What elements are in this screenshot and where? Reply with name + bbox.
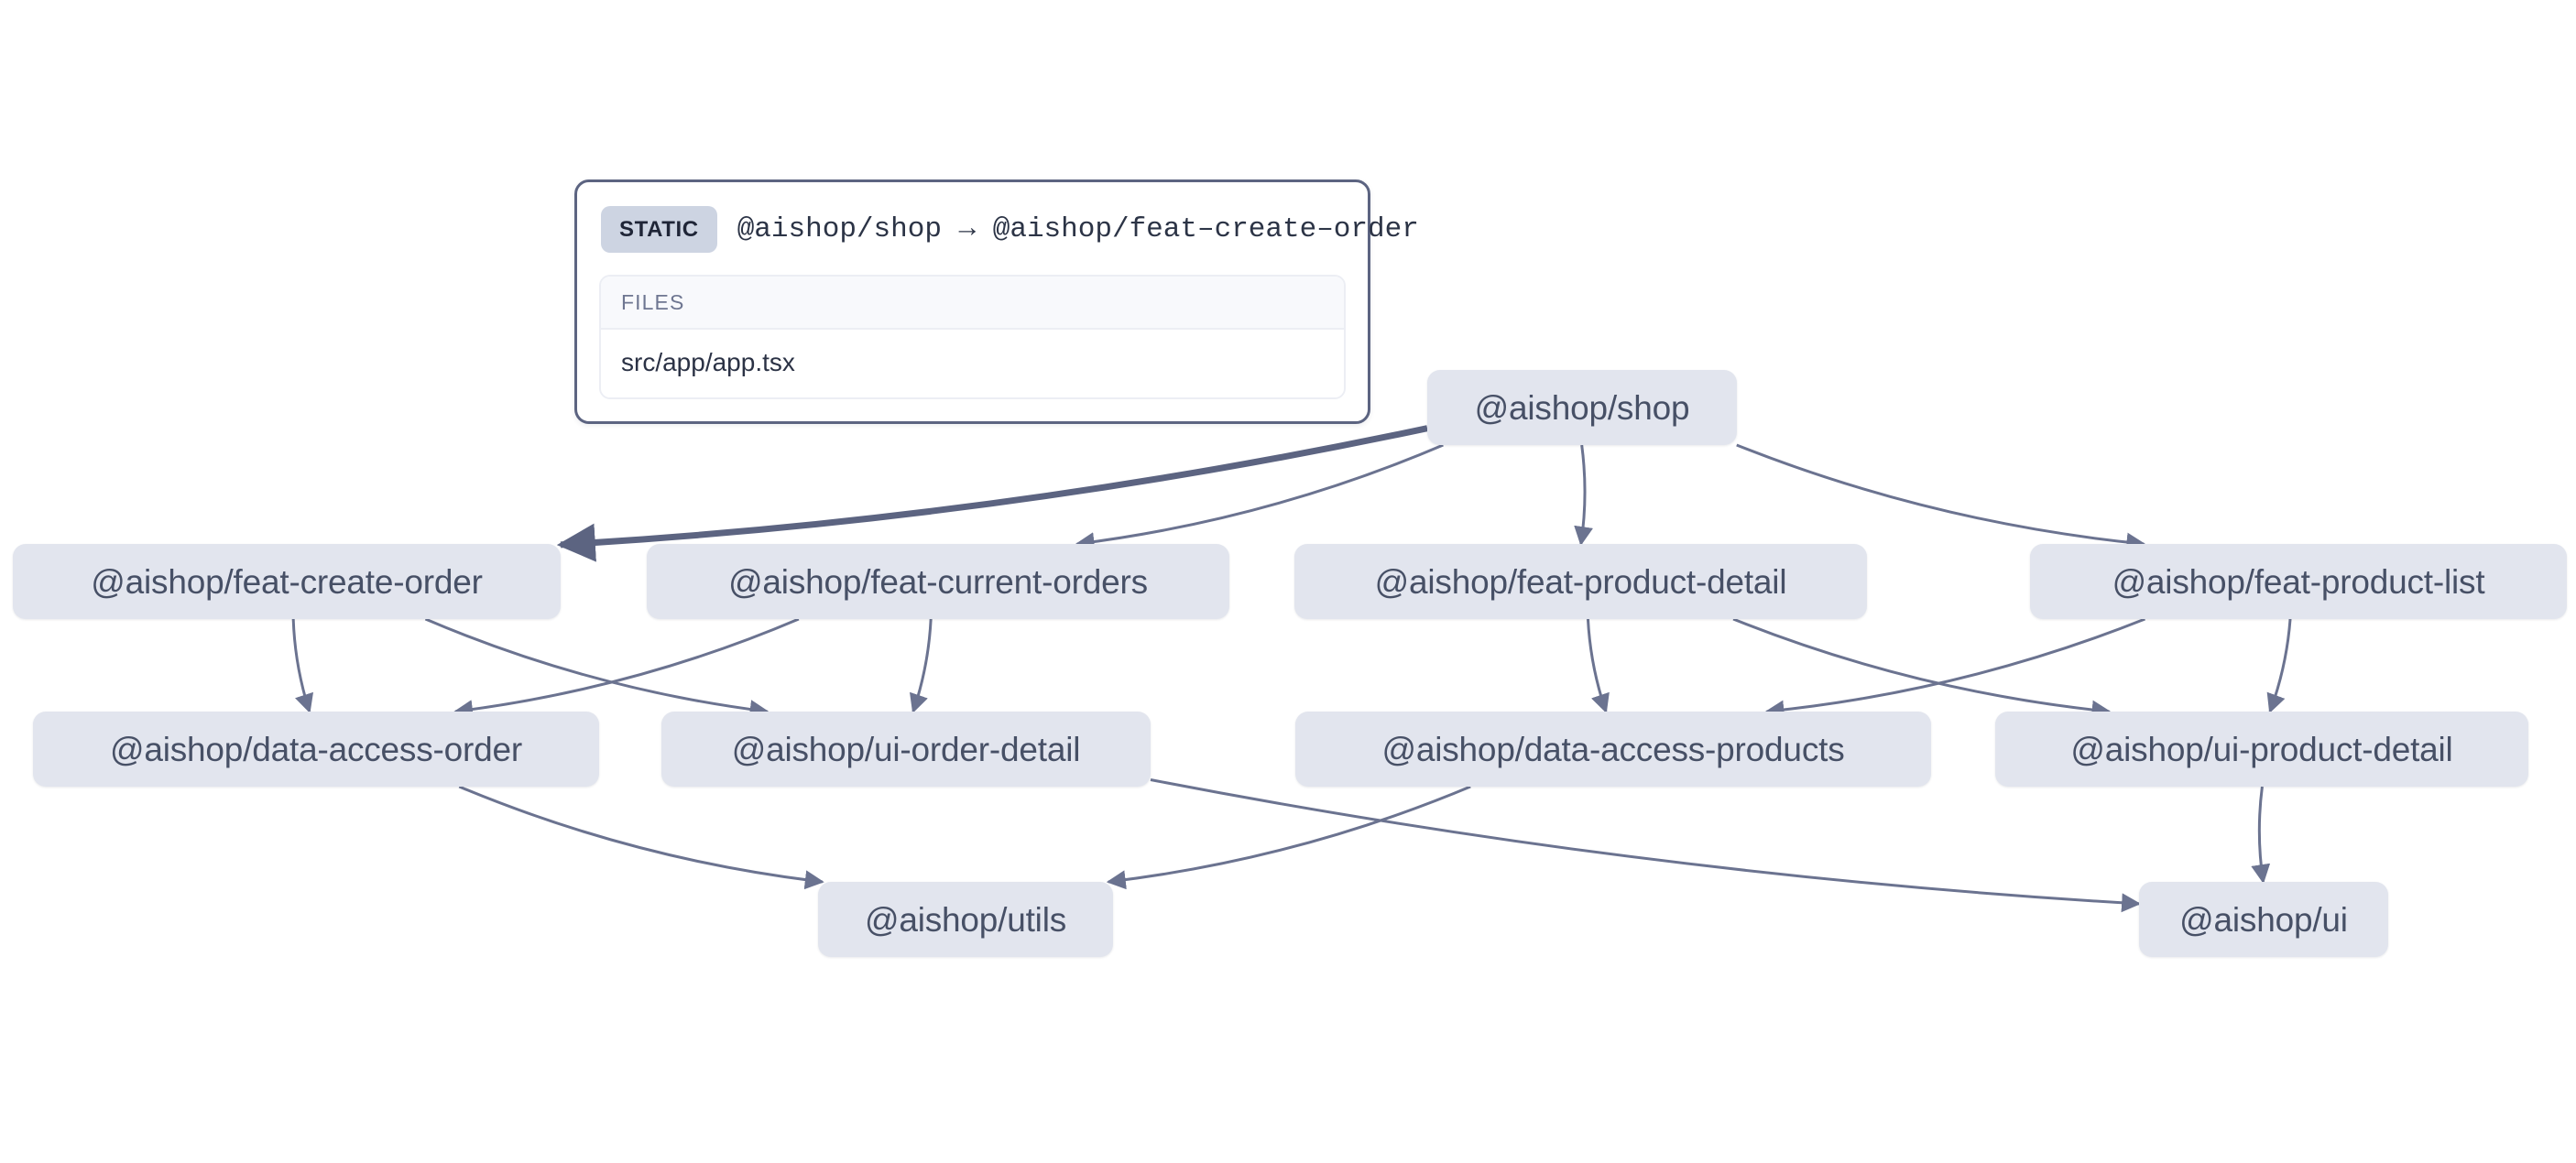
graph-edge-feat-product-detail-to-data-access-products[interactable] bbox=[1586, 618, 1610, 713]
graph-edge-shop-to-feat-product-detail[interactable] bbox=[1574, 444, 1593, 547]
graph-node-ui-product-detail[interactable]: @aishop/ui-product-detail bbox=[1995, 712, 2528, 787]
graph-edge-feat-current-orders-to-ui-order-detail[interactable] bbox=[909, 618, 933, 713]
graph-edge-feat-current-orders-to-data-access-order[interactable] bbox=[453, 617, 800, 720]
graph-edge-data-access-order-to-utils[interactable] bbox=[458, 785, 824, 890]
graph-node-label: @aishop/shop bbox=[1474, 388, 1690, 427]
graph-edge-shop-to-feat-create-order[interactable] bbox=[556, 425, 1428, 562]
graph-node-feat-product-detail[interactable]: @aishop/feat-product-detail bbox=[1294, 544, 1867, 619]
dependency-type-badge: STATIC bbox=[601, 206, 717, 253]
graph-edge-feat-product-detail-to-ui-product-detail[interactable] bbox=[1732, 617, 2112, 720]
graph-node-label: @aishop/feat-product-detail bbox=[1374, 562, 1787, 601]
graph-node-feat-product-list[interactable]: @aishop/feat-product-list bbox=[2030, 544, 2567, 619]
graph-node-data-access-order[interactable]: @aishop/data-access-order bbox=[33, 712, 599, 787]
graph-node-feat-current-orders[interactable]: @aishop/feat-current-orders bbox=[647, 544, 1229, 619]
graph-node-ui[interactable]: @aishop/ui bbox=[2139, 882, 2388, 957]
edge-details-tooltip[interactable]: STATIC @aishop/shop → @aishop/feat–creat… bbox=[574, 179, 1419, 424]
graph-node-label: @aishop/ui bbox=[2179, 900, 2348, 939]
graph-node-label: @aishop/ui-order-detail bbox=[731, 730, 1081, 768]
graph-node-utils[interactable]: @aishop/utils bbox=[818, 882, 1113, 957]
graph-node-label: @aishop/data-access-products bbox=[1381, 730, 1845, 768]
graph-edge-ui-product-detail-to-ui[interactable] bbox=[2251, 786, 2271, 885]
graph-edge-feat-create-order-to-data-access-order[interactable] bbox=[291, 618, 314, 713]
graph-node-label: @aishop/data-access-order bbox=[109, 730, 523, 768]
file-row: src/app/app.tsx bbox=[601, 330, 1344, 397]
graph-node-data-access-products[interactable]: @aishop/data-access-products bbox=[1295, 712, 1931, 787]
graph-node-label: @aishop/feat-create-order bbox=[91, 562, 483, 601]
graph-node-label: @aishop/utils bbox=[864, 900, 1067, 939]
files-list: src/app/app.tsx bbox=[601, 330, 1344, 397]
graph-edge-feat-create-order-to-ui-order-detail[interactable] bbox=[424, 617, 770, 720]
graph-edge-data-access-products-to-utils[interactable] bbox=[1106, 785, 1471, 890]
dependency-title: @aishop/shop → @aishop/feat–create–order bbox=[737, 213, 1419, 245]
graph-node-label: @aishop/feat-product-list bbox=[2112, 562, 2485, 601]
tooltip-header: STATIC @aishop/shop → @aishop/feat–creat… bbox=[599, 202, 1419, 253]
files-panel: FILES src/app/app.tsx bbox=[599, 275, 1346, 399]
graph-edge-feat-product-list-to-data-access-products[interactable] bbox=[1764, 617, 2145, 720]
graph-node-label: @aishop/ui-product-detail bbox=[2070, 730, 2453, 768]
graph-node-ui-order-detail[interactable]: @aishop/ui-order-detail bbox=[661, 712, 1151, 787]
files-section-header: FILES bbox=[601, 277, 1344, 330]
graph-edge-ui-order-detail-to-ui[interactable] bbox=[1150, 778, 2142, 913]
graph-node-label: @aishop/feat-current-orders bbox=[728, 562, 1148, 601]
graph-edge-feat-product-list-to-ui-product-detail[interactable] bbox=[2266, 618, 2292, 713]
graph-node-feat-create-order[interactable]: @aishop/feat-create-order bbox=[13, 544, 561, 619]
graph-node-shop[interactable]: @aishop/shop bbox=[1427, 370, 1737, 445]
graph-edge-shop-to-feat-current-orders[interactable] bbox=[1075, 443, 1444, 552]
graph-edge-shop-to-feat-product-list[interactable] bbox=[1736, 443, 2146, 552]
